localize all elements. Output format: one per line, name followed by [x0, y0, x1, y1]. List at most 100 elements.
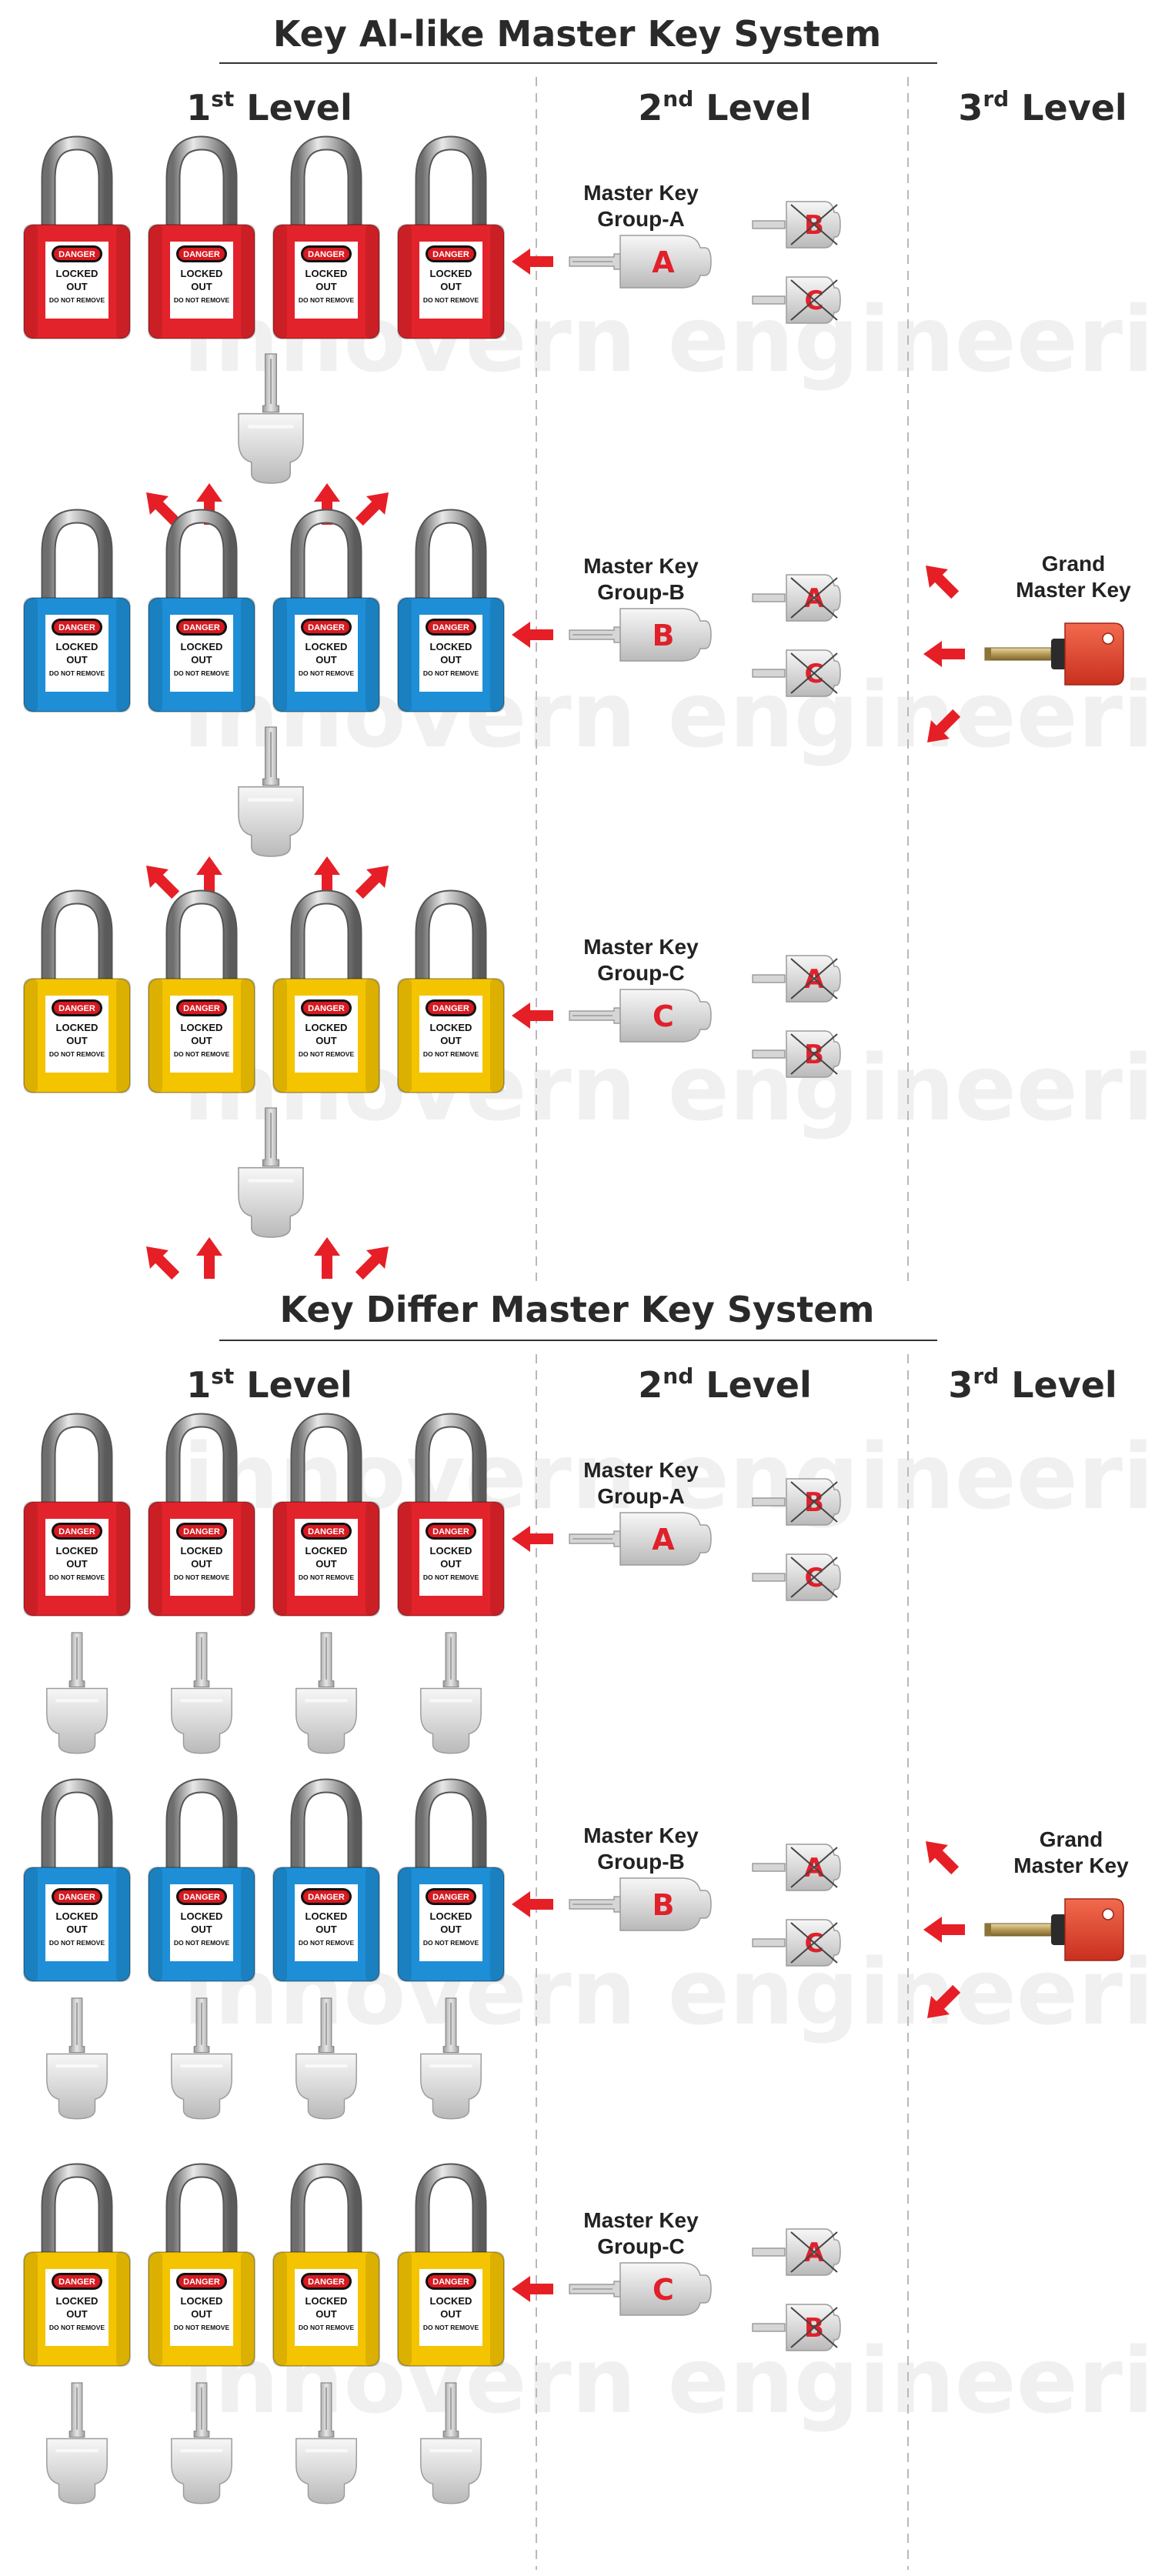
padlock-label-text: LOCKED [430, 2295, 472, 2307]
padlock-label-text: DO NOT REMOVE [49, 1939, 105, 1947]
padlock-label-text: DO NOT REMOVE [299, 296, 355, 304]
padlock-label-text: LOCKED [181, 2295, 223, 2307]
master-key-letter: B [653, 619, 675, 652]
padlock-danger-label: DANGER [308, 1527, 345, 1537]
padlock-danger-label: DANGER [308, 1893, 345, 1902]
padlock-danger-label: DANGER [58, 1004, 95, 1013]
padlock-label-text: DO NOT REMOVE [299, 669, 355, 677]
red-arrow-icon [146, 1246, 180, 1280]
red-arrow-icon [355, 1246, 389, 1280]
padlock-danger-label: DANGER [183, 250, 220, 259]
padlock-label-text: OUT [315, 1035, 337, 1046]
red-arrow-icon [927, 1984, 961, 2018]
grand-master-key-label: Master Key [1013, 1854, 1129, 1877]
grand-master-key-label: Grand [1042, 552, 1105, 576]
crossed-key-icon: B [752, 2304, 841, 2351]
padlock-label-text: LOCKED [305, 641, 348, 652]
padlock-danger-label: DANGER [183, 1004, 220, 1013]
padlock-label-text: LOCKED [56, 268, 98, 279]
master-key-group-label: Group-A [597, 1484, 685, 1508]
padlock-label-text: OUT [66, 1924, 88, 1935]
master-key-icon: B [569, 1877, 712, 1931]
grand-master-key [923, 1841, 1124, 2018]
master-key-letter: A [652, 245, 675, 279]
padlock-label-text: OUT [315, 2308, 337, 2320]
red-arrow-icon [314, 483, 340, 525]
padlock-label-text: DO NOT REMOVE [49, 669, 105, 677]
crossed-key-icon: C [752, 1919, 841, 1967]
padlock-label-text: LOCKED [305, 1545, 348, 1557]
padlock-label-text: DO NOT REMOVE [49, 1573, 105, 1581]
padlock-label-text: OUT [440, 1035, 462, 1046]
key-icon [46, 2382, 108, 2504]
padlock-label-text: DO NOT REMOVE [49, 296, 105, 304]
level-heading-1: 1st Level [186, 1363, 352, 1406]
padlock-label-text: OUT [191, 1035, 212, 1046]
padlock-label-text: LOCKED [56, 641, 98, 652]
red-arrow-icon [926, 1841, 960, 1875]
master-key-group-label: Master Key [583, 1458, 699, 1482]
grand-master-key-label: Master Key [1016, 578, 1131, 602]
crossed-key-icon: C [752, 1553, 841, 1601]
padlock-danger-label: DANGER [432, 2277, 469, 2287]
padlock-label-text: LOCKED [56, 1910, 98, 1922]
padlock-label-text: DO NOT REMOVE [299, 1573, 355, 1581]
padlock-label-text: OUT [315, 1924, 337, 1935]
key-icon [238, 726, 304, 857]
red-arrow-icon [314, 1237, 340, 1279]
master-key-letter: C [653, 999, 674, 1033]
red-arrow-icon [355, 492, 389, 526]
crossed-key-icon: A [752, 574, 841, 622]
padlock-label-text: OUT [191, 654, 212, 666]
padlock-danger-label: DANGER [308, 250, 345, 259]
red-arrow-icon [923, 1917, 965, 1943]
padlock-danger-label: DANGER [432, 250, 469, 259]
padlock-label-text: LOCKED [430, 268, 472, 279]
red-arrow-icon [314, 856, 340, 898]
padlock-label-text: DO NOT REMOVE [49, 2324, 105, 2331]
padlock-danger-label: DANGER [308, 1004, 345, 1013]
padlock-label-text: LOCKED [181, 268, 223, 279]
padlock-label-text: LOCKED [305, 268, 348, 279]
padlock-label-text: DO NOT REMOVE [423, 1573, 479, 1581]
grand-master-key [923, 566, 1124, 742]
padlock-label-text: LOCKED [305, 1910, 348, 1922]
padlock-danger-label: DANGER [183, 1527, 220, 1537]
padlock-label-text: OUT [66, 1558, 88, 1570]
master-key-group-label: Master Key [583, 1824, 699, 1847]
red-arrow-icon [512, 1003, 553, 1029]
padlock-label-text: LOCKED [181, 1545, 223, 1557]
level-heading-2: 2nd Level [638, 1363, 811, 1406]
padlock-label-text: LOCKED [430, 1545, 472, 1557]
key-icon [420, 1632, 482, 1754]
red-arrow-icon [355, 866, 389, 899]
level-heading-1: 1st Level [186, 86, 352, 128]
key-icon [46, 1997, 108, 2120]
master-key-group-label: Master Key [583, 2208, 699, 2232]
key-icon [171, 1997, 232, 2120]
master-key-letter: C [653, 2273, 674, 2307]
padlock-label-text: DO NOT REMOVE [299, 1050, 355, 1058]
padlock-label-text: OUT [191, 2308, 212, 2320]
padlock-danger-label: DANGER [308, 623, 345, 632]
master-key-group-label: Group-B [597, 1850, 685, 1874]
padlock-danger-label: DANGER [58, 250, 95, 259]
watermark: innovern engineering innovern engineerin… [183, 1423, 1155, 2434]
